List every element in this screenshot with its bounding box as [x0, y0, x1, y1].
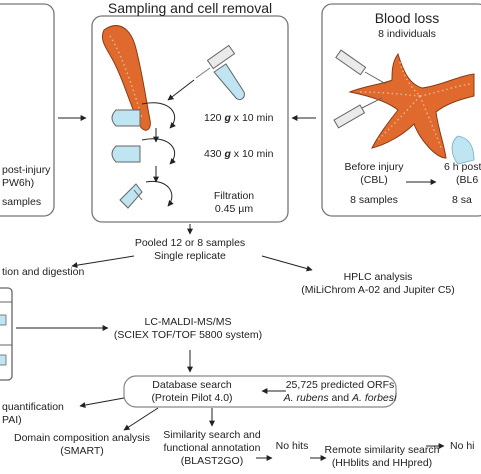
starfish-arm-icon — [101, 25, 151, 131]
similarity-line1: Similarity search and — [163, 429, 261, 441]
tube-icon-top — [213, 63, 245, 101]
remote-line2: (HHblits and HHpred) — [331, 457, 433, 469]
left-panel-line3: samples — [2, 196, 42, 208]
after-injury-samples: 8 sa — [452, 194, 472, 206]
hplc-line1: HPLC analysis — [343, 271, 413, 283]
hplc-line2: (MiLiChrom A-02 and Jupiter C5) — [301, 284, 455, 296]
centrifuge-tube-2-icon — [111, 138, 176, 165]
arrow-database-to-domain — [123, 407, 159, 431]
before-injury-code: (CBL) — [360, 174, 388, 186]
well-plate-icon — [0, 301, 12, 366]
left-panel — [0, 3, 55, 217]
blood-loss-title: Blood loss — [374, 10, 440, 26]
filtration-label: Filtration — [213, 190, 255, 202]
quant-line2: PAI) — [2, 414, 22, 426]
no-hits-label-1: No hits — [275, 440, 309, 452]
syringe-upper-icon — [335, 49, 387, 85]
before-injury-samples: 8 samples — [350, 194, 398, 206]
left-panel-line2: PW6h) — [2, 177, 35, 189]
remote-line1: Remote similarity search — [324, 444, 440, 456]
orfs-line2: A. rubens and A. forbesi — [283, 392, 397, 404]
database-line1: Database search — [152, 379, 232, 391]
centrifuge-tube-1-icon — [111, 102, 176, 129]
left-lower-box — [0, 287, 13, 381]
blood-loss-panel — [321, 3, 481, 217]
filter-tube-icon — [119, 180, 174, 209]
database-line2: (Protein Pilot 4.0) — [151, 392, 233, 404]
after-injury-code: (BL6 — [456, 174, 479, 186]
after-injury-label: 6 h post — [444, 161, 481, 173]
no-hits-label-2: No hi — [450, 440, 475, 452]
starfish-icon — [348, 52, 475, 159]
domain-line2: (SMART) — [60, 445, 104, 457]
database-box — [123, 375, 397, 408]
blood-drop-icon — [451, 135, 475, 165]
centrifuge-step-1: 120 g x 10 min — [204, 112, 274, 124]
centrifuge-step-2: 430 g x 10 min — [204, 148, 274, 160]
arrow-syringe-to-starfish — [167, 79, 195, 101]
syringe-icon — [195, 44, 236, 79]
pooled-line2: Single replicate — [154, 250, 226, 262]
digestion-label: tion and digestion — [2, 266, 85, 278]
left-panel-line1: post-injury — [2, 164, 51, 176]
lcms-line2: (SCIEX TOF/TOF 5800 system) — [113, 329, 263, 341]
domain-line1: Domain composition analysis — [14, 432, 150, 444]
pooled-line1: Pooled 12 or 8 samples — [134, 237, 246, 249]
sampling-title: Sampling and cell removal — [107, 0, 273, 16]
before-injury-label: Before injury — [344, 161, 404, 173]
filtration-size: 0.45 µm — [214, 203, 254, 215]
orfs-line1: 25,725 predicted ORFs — [285, 379, 395, 391]
lcms-line1: LC-MALDI-MS/MS — [144, 316, 232, 328]
similarity-line2: functional annotation — [163, 442, 261, 454]
arrow-database-to-quant — [79, 397, 125, 408]
arrow-pooled-to-digestion — [71, 255, 135, 269]
syringe-lower-icon — [333, 97, 383, 129]
similarity-line3: (BLAST2GO) — [180, 455, 244, 467]
arrow-pooled-to-hplc — [261, 255, 313, 272]
sampling-panel — [91, 15, 289, 223]
blood-loss-subtitle: 8 individuals — [378, 28, 436, 40]
quant-line1: quantification — [2, 401, 64, 413]
